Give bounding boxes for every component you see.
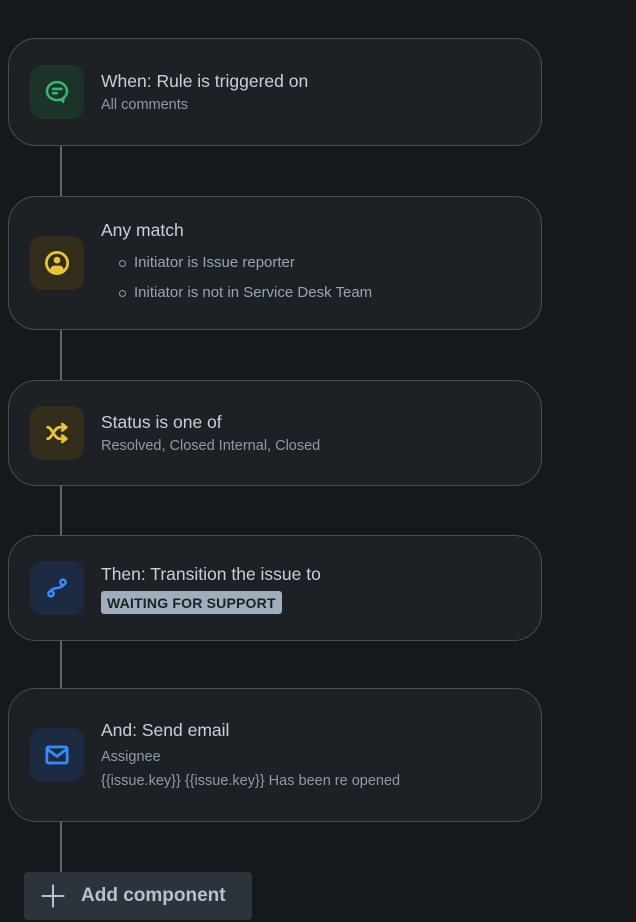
condition-bullet: Initiator is not in Service Desk Team — [101, 278, 372, 308]
email-recipient: Assignee — [101, 748, 161, 765]
rule-card-trigger[interactable]: When: Rule is triggered on All comments — [8, 38, 542, 146]
rule-card-send-email[interactable]: And: Send email Assignee {{issue.key}} {… — [8, 688, 542, 822]
card-title: And: Send email — [101, 719, 230, 740]
card-title: Then: Transition the issue to — [101, 564, 321, 584]
rule-card-status[interactable]: Status is one of Resolved, Closed Intern… — [8, 380, 542, 486]
plus-icon — [38, 881, 68, 911]
shuffle-icon — [30, 406, 84, 460]
status-badge: WAITING FOR SUPPORT — [101, 591, 282, 614]
connector-line — [60, 822, 62, 872]
comment-icon — [30, 65, 84, 119]
connector-line — [60, 330, 62, 380]
connector-line — [60, 146, 62, 196]
transition-icon — [30, 561, 84, 615]
add-component-button[interactable]: Add component — [24, 872, 252, 920]
connector-line — [60, 641, 62, 688]
rule-card-any-match[interactable]: Any match Initiator is Issue reporter In… — [8, 196, 542, 330]
condition-bullet-list: Initiator is Issue reporter Initiator is… — [101, 248, 372, 308]
card-subtitle: Resolved, Closed Internal, Closed — [101, 437, 321, 454]
card-title: Any match — [101, 220, 184, 240]
connector-line — [60, 486, 62, 535]
card-title: Status is one of — [101, 411, 222, 432]
card-title: When: Rule is triggered on — [101, 70, 309, 91]
card-subtitle: All comments — [101, 96, 189, 113]
rule-card-transition[interactable]: Then: Transition the issue to WAITING FO… — [8, 535, 542, 641]
condition-bullet: Initiator is Issue reporter — [101, 248, 372, 278]
mail-icon — [30, 728, 84, 782]
email-detail-lines: Assignee {{issue.key}} {{issue.key}} Has… — [101, 745, 400, 793]
email-subject: {{issue.key}} {{issue.key}} Has been re … — [101, 772, 401, 789]
add-component-label: Add component — [81, 885, 226, 906]
user-circle-icon — [30, 236, 84, 290]
